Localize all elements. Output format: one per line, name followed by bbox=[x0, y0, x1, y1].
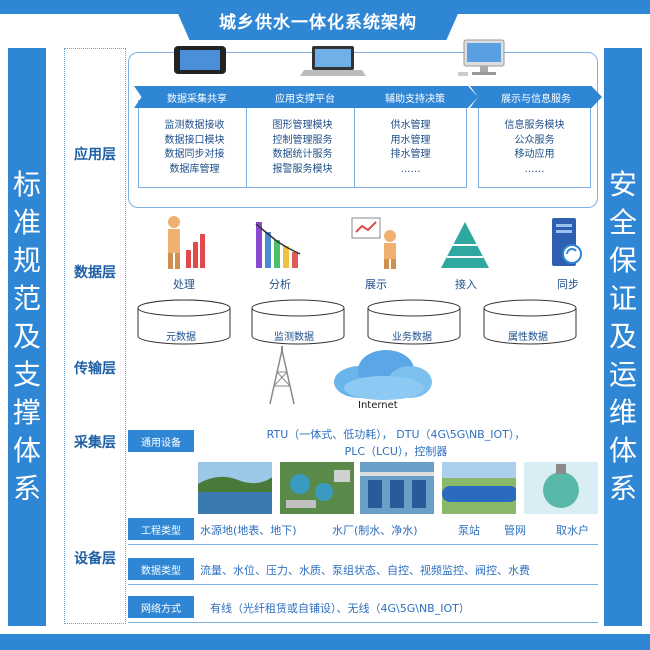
data-icon-label: 同步 bbox=[557, 278, 579, 291]
right-side-char: 全 bbox=[608, 206, 637, 239]
bottom-bar bbox=[0, 634, 650, 650]
tablet-icon bbox=[174, 46, 226, 74]
right-side-char: 维 bbox=[608, 396, 637, 429]
engineering-item: 泵站 bbox=[458, 524, 480, 537]
app-module-item: 供水管理 bbox=[390, 120, 431, 131]
cloud-icon bbox=[334, 350, 432, 400]
app-module-item: 数据统计服务 bbox=[272, 149, 333, 160]
equipment-divider bbox=[128, 584, 598, 585]
database-label: 属性数据 bbox=[508, 332, 548, 343]
presentation-icon bbox=[351, 217, 396, 269]
equipment-divider bbox=[128, 622, 598, 623]
right-side-char: 证 bbox=[608, 282, 637, 315]
left-side-char: 准 bbox=[12, 206, 41, 239]
data-icon-label: 展示 bbox=[365, 278, 387, 291]
right-side-char: 及 bbox=[608, 320, 637, 353]
app-module-head: 数据采集共享 bbox=[134, 86, 260, 108]
left-side-char: 及 bbox=[12, 320, 41, 353]
app-module-item: 数据接口模块 bbox=[164, 134, 225, 146]
data-type-text: 流量、水位、压力、水质、泵组状态、自控、视频监控、阀控、水费 bbox=[200, 564, 530, 577]
app-module-item: 图形管理模块 bbox=[272, 120, 333, 131]
left-side-char: 支 bbox=[12, 358, 41, 391]
app-module-item: 公众服务 bbox=[514, 134, 555, 146]
engineering-item: 管网 bbox=[504, 524, 526, 537]
app-module-item: 用水管理 bbox=[390, 134, 431, 146]
app-module-box: 监测数据接收 数据接口模块 数据同步对接 数据库管理 bbox=[138, 100, 251, 188]
database-cylinder bbox=[137, 299, 231, 345]
app-module-head: 展示与信息服务 bbox=[470, 86, 602, 108]
app-module-item: 信息服务模块 bbox=[504, 120, 565, 131]
database-row bbox=[137, 299, 577, 345]
data-icon-label: 分析 bbox=[269, 278, 291, 291]
desktop-icon bbox=[458, 39, 505, 76]
laptop-icon bbox=[300, 46, 366, 76]
app-module-item: 排水管理 bbox=[390, 149, 431, 160]
app-module-item: 数据同步对接 bbox=[164, 149, 225, 160]
pyramid-icon bbox=[441, 222, 489, 268]
app-module-item: 监测数据接收 bbox=[164, 120, 225, 131]
equipment-divider bbox=[128, 544, 598, 545]
layer-label-transport: 传输层 bbox=[74, 361, 116, 377]
app-module-box: 图形管理模块 控制管理服务 数据统计服务 报警服务模块 bbox=[246, 100, 359, 188]
right-side-banner: 安 全 保 证 及 运 维 体 系 bbox=[604, 48, 642, 626]
database-cylinder bbox=[367, 299, 461, 345]
app-module-item: 移动应用 bbox=[514, 149, 555, 160]
right-side-char: 运 bbox=[608, 358, 637, 391]
bar-chart-icon bbox=[255, 222, 301, 268]
app-module-item: …… bbox=[400, 163, 421, 175]
right-side-char: 保 bbox=[608, 244, 637, 277]
diagram-title: 城乡供水一体化系统架构 bbox=[172, 0, 464, 40]
engineering-item: 水源地(地表、地下) bbox=[200, 524, 297, 537]
server-sync-icon bbox=[552, 218, 582, 266]
water-source-photo bbox=[198, 462, 272, 514]
collection-devices-line1: RTU（一体式、低功耗）， DTU（4G\5G\NB_IOT）， bbox=[266, 428, 526, 441]
internet-label: Internet bbox=[358, 400, 398, 411]
layer-label-data: 数据层 bbox=[74, 265, 116, 281]
pipe-network-photo bbox=[442, 462, 516, 514]
database-label: 元数据 bbox=[166, 332, 196, 343]
right-side-char: 系 bbox=[608, 472, 637, 505]
app-module-box: 供水管理 用水管理 排水管理 …… bbox=[354, 100, 467, 188]
signal-tower-icon bbox=[269, 346, 295, 405]
general-equipment-tab: 通用设备 bbox=[128, 430, 194, 452]
water-plant-photo bbox=[280, 462, 354, 514]
engineering-item: 水厂(制水、净水) bbox=[332, 524, 418, 537]
database-label: 监测数据 bbox=[274, 332, 314, 343]
left-side-char: 撑 bbox=[12, 396, 41, 429]
data-icon-label: 处理 bbox=[173, 278, 195, 291]
layer-label-collection: 采集层 bbox=[74, 435, 116, 451]
app-module-head: 应用支撑平台 bbox=[242, 86, 368, 108]
left-side-char: 范 bbox=[12, 282, 41, 315]
left-side-char: 体 bbox=[12, 434, 41, 467]
data-type-tab: 数据类型 bbox=[128, 558, 194, 580]
database-cylinder bbox=[483, 299, 577, 345]
layer-label-application: 应用层 bbox=[74, 147, 116, 163]
app-module-item: 数据库管理 bbox=[169, 163, 220, 175]
database-label: 业务数据 bbox=[392, 332, 432, 343]
data-icon-label: 接入 bbox=[455, 278, 477, 291]
engineering-type-tab: 工程类型 bbox=[128, 518, 194, 540]
right-side-char: 体 bbox=[608, 434, 637, 467]
app-module-box: 信息服务模块 公众服务 移动应用 …… bbox=[478, 100, 591, 188]
left-side-banner: 标 准 规 范 及 支 撑 体 系 bbox=[8, 48, 46, 626]
layer-column bbox=[64, 48, 126, 624]
chart-person-icon bbox=[168, 216, 205, 269]
database-cylinder bbox=[251, 299, 345, 345]
left-side-char: 标 bbox=[12, 168, 41, 201]
engineering-item: 取水户 bbox=[556, 524, 589, 537]
left-side-char: 规 bbox=[12, 244, 41, 277]
network-type-text: 有线（光纤租赁或自铺设）、无线（4G\5G\NB_IOT） bbox=[210, 602, 470, 615]
left-side-char: 系 bbox=[12, 472, 41, 505]
app-module-item: …… bbox=[524, 163, 545, 175]
right-side-char: 安 bbox=[608, 168, 637, 201]
network-type-tab: 网络方式 bbox=[128, 596, 194, 618]
water-user-photo bbox=[524, 462, 598, 514]
layer-label-equipment: 设备层 bbox=[74, 551, 116, 567]
pump-station-photo bbox=[360, 462, 434, 514]
app-module-head: 辅助支持决策 bbox=[352, 86, 478, 108]
app-module-item: 控制管理服务 bbox=[272, 134, 333, 146]
collection-devices-line2: PLC（LCU），控制器 bbox=[344, 445, 448, 458]
app-module-item: 报警服务模块 bbox=[272, 163, 333, 175]
